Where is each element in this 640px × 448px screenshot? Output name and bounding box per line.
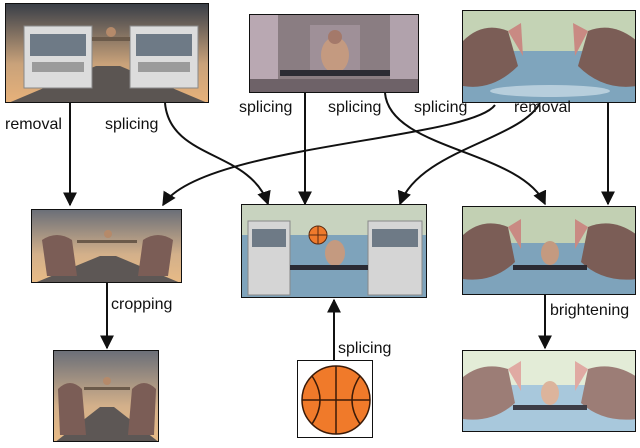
hippos-man-composite <box>462 206 636 295</box>
label-brightening: brightening <box>550 302 630 319</box>
label-splicing-mid-a: splicing <box>239 99 293 116</box>
label-cropping: cropping <box>111 296 173 313</box>
trucks-photo <box>5 3 209 103</box>
brightened-composite <box>462 350 636 432</box>
hippos-photo <box>462 10 636 103</box>
label-removal-right: removal <box>514 99 571 116</box>
cropped-composite <box>53 350 159 442</box>
basketball-photo <box>297 360 373 438</box>
man-splits-photo <box>249 14 419 93</box>
trucks-hippos-composite <box>31 209 182 283</box>
label-removal-left: removal <box>5 116 62 133</box>
arrow-man-to-right <box>384 92 547 206</box>
trucks-man-basketball-composite <box>241 204 427 298</box>
arrow-hippos-to-center <box>397 102 541 206</box>
arrow-hippos-to-left <box>162 104 496 207</box>
label-splicing-bottom: splicing <box>338 340 392 357</box>
label-splicing-mid-b: splicing <box>328 99 382 116</box>
arrow-trucks-to-center <box>164 102 271 206</box>
label-splicing-left: splicing <box>105 116 159 133</box>
label-splicing-mid-c: splicing <box>414 99 468 116</box>
